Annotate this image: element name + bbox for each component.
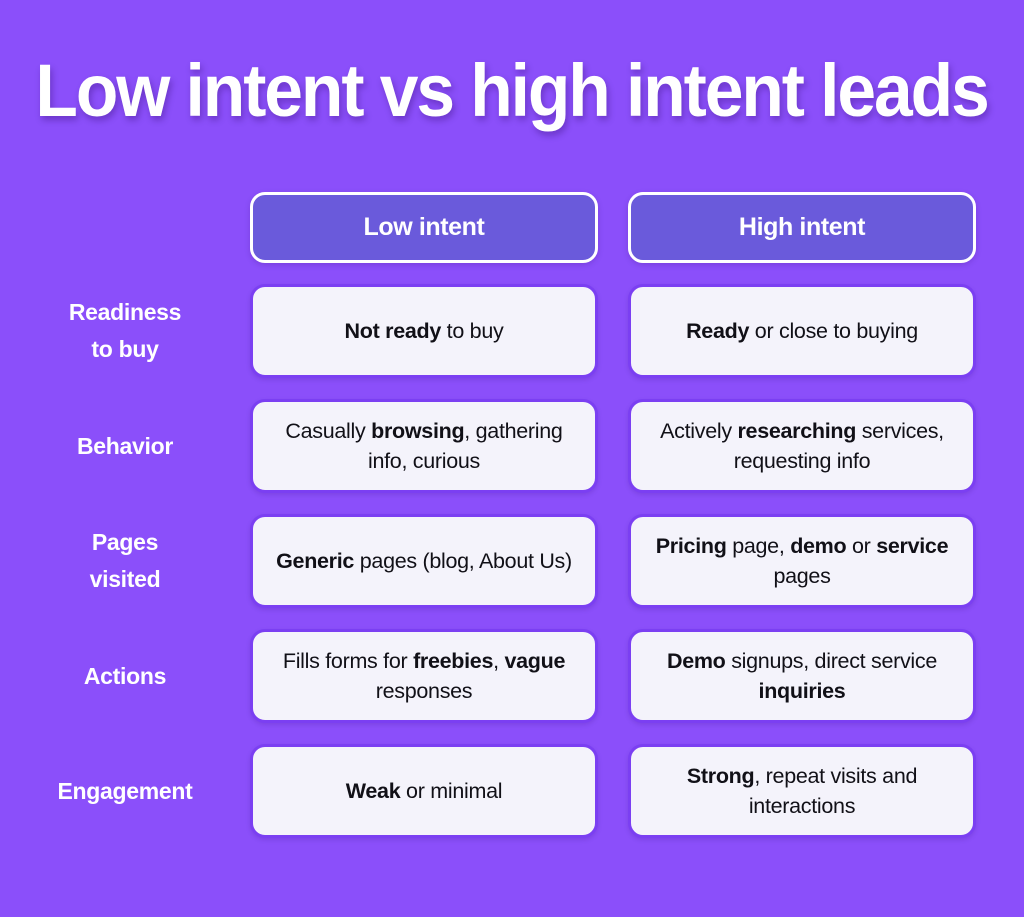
cell-wrap-readiness-high: Ready or close to buying [628,284,976,378]
column-gap [598,629,628,723]
row-label-engagement: Engagement [57,777,193,804]
column-gap [598,744,628,838]
cell-wrap-engagement-high: Strong, repeat visits and interactions [628,744,976,838]
table-header-row: Low intent High intent [0,192,1024,263]
cell-wrap-readiness-low: Not ready to buy [250,284,598,378]
header-col-low-intent: Low intent [250,192,598,263]
right-margin [976,399,1024,493]
table-row: Pages visited Generic pages (blog, About… [0,514,1024,608]
cell-engagement-high-intent-text: Strong, repeat visits and interactions [686,764,918,818]
cell-engagement-high-intent[interactable]: Strong, repeat visits and interactions [628,744,976,838]
cell-actions-low-intent[interactable]: Fills forms for freebies, vague response… [250,629,598,723]
table-row: Engagement Weak or minimal Strong, repea… [0,744,1024,838]
cell-wrap-behavior-low: Casually browsing, gathering info, curio… [250,399,598,493]
cell-actions-high-intent-text: Demo signups, direct service inquiries [666,649,938,703]
page-title-container: Low intent vs high intent leads [0,54,1024,128]
header-corner-cell [0,192,250,263]
cell-wrap-pages-low: Generic pages (blog, About Us) [250,514,598,608]
table-row: Actions Fills forms for freebies, vague … [0,629,1024,723]
cell-readiness-high-intent[interactable]: Ready or close to buying [628,284,976,378]
cell-behavior-low-intent-text: Casually browsing, gathering info, curio… [285,419,563,473]
column-gap [598,284,628,378]
cell-wrap-actions-low: Fills forms for freebies, vague response… [250,629,598,723]
right-margin [976,514,1024,608]
right-margin [976,192,1024,263]
cell-wrap-pages-high: Pricing page, demo or service pages [628,514,976,608]
right-margin [976,284,1024,378]
column-gap [598,192,628,263]
cell-readiness-low-intent-text: Not ready to buy [344,319,504,343]
cell-wrap-actions-high: Demo signups, direct service inquiries [628,629,976,723]
cell-pages-low-intent-text: Generic pages (blog, About Us) [276,549,572,573]
cell-wrap-behavior-high: Actively researching services, requestin… [628,399,976,493]
row-label-cell-readiness-to-buy: Readiness to buy [0,284,250,378]
header-col-high-intent: High intent [628,192,976,263]
row-label-actions: Actions [83,662,167,689]
row-label-cell-actions: Actions [0,629,250,723]
right-margin [976,744,1024,838]
page-title: Low intent vs high intent leads [35,49,990,132]
cell-behavior-high-intent[interactable]: Actively researching services, requestin… [628,399,976,493]
row-label-pages-visited: Pages visited [89,529,161,592]
right-margin [976,629,1024,723]
row-label-readiness-to-buy: Readiness to buy [68,299,182,362]
cell-actions-high-intent[interactable]: Demo signups, direct service inquiries [628,629,976,723]
cell-pages-high-intent-text: Pricing page, demo or service pages [655,534,949,588]
cell-pages-low-intent[interactable]: Generic pages (blog, About Us) [250,514,598,608]
column-header-high-intent[interactable]: High intent [628,192,976,263]
cell-wrap-engagement-low: Weak or minimal [250,744,598,838]
table-row: Readiness to buy Not ready to buy Ready … [0,284,1024,378]
cell-readiness-low-intent[interactable]: Not ready to buy [250,284,598,378]
column-gap [598,514,628,608]
column-gap [598,399,628,493]
table-row: Behavior Casually browsing, gathering in… [0,399,1024,493]
row-label-cell-behavior: Behavior [0,399,250,493]
cell-behavior-low-intent[interactable]: Casually browsing, gathering info, curio… [250,399,598,493]
cell-pages-high-intent[interactable]: Pricing page, demo or service pages [628,514,976,608]
cell-engagement-low-intent-text: Weak or minimal [345,779,503,803]
cell-actions-low-intent-text: Fills forms for freebies, vague response… [282,649,566,703]
row-label-cell-engagement: Engagement [0,744,250,838]
cell-readiness-high-intent-text: Ready or close to buying [686,319,918,343]
comparison-table: Low intent High intent Readiness to buy … [0,192,1024,838]
row-label-behavior: Behavior [76,432,174,459]
cell-engagement-low-intent[interactable]: Weak or minimal [250,744,598,838]
column-header-low-intent[interactable]: Low intent [250,192,598,263]
column-header-low-intent-label: Low intent [363,213,485,241]
column-header-high-intent-label: High intent [738,213,866,241]
cell-behavior-high-intent-text: Actively researching services, requestin… [660,419,944,473]
row-label-cell-pages-visited: Pages visited [0,514,250,608]
